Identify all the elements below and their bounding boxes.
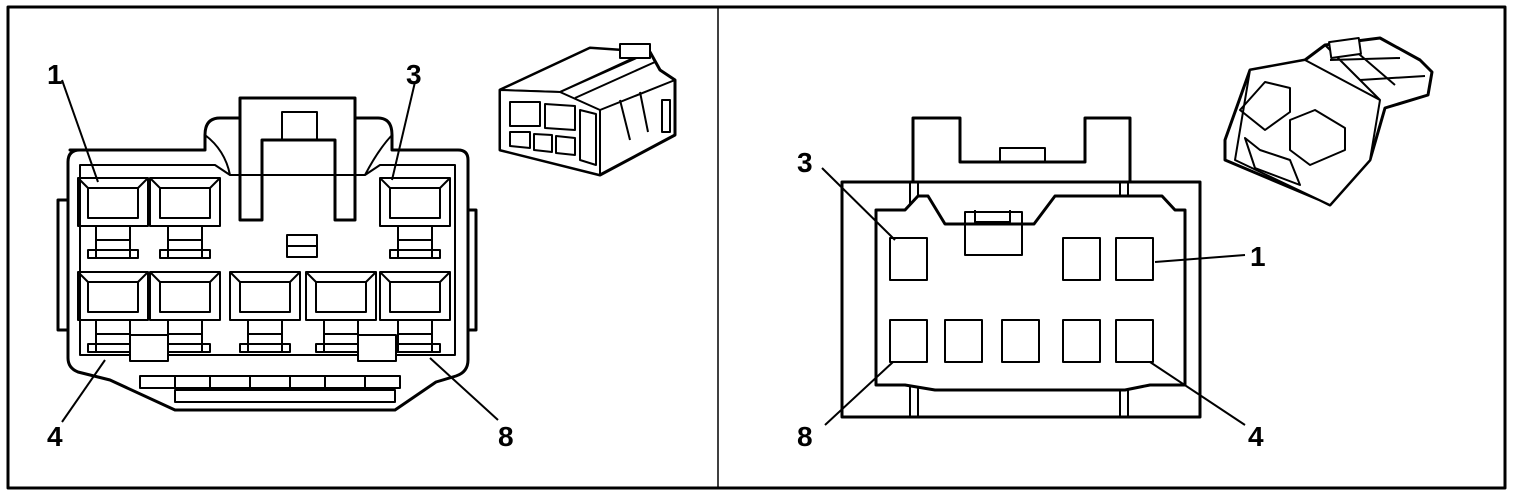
leader-right-4	[1149, 361, 1246, 426]
left-cavity-top-2	[379, 177, 451, 259]
pin-label-4-right: 4	[1248, 421, 1264, 452]
right-rail	[466, 208, 478, 332]
right-connector-isometric	[1223, 36, 1434, 207]
right-cavity-bottom-3	[1062, 319, 1101, 363]
pin-label-1-left: 1	[47, 59, 63, 90]
right-cavity-bottom-2	[1001, 319, 1040, 363]
pin-label-3-right: 3	[797, 147, 813, 178]
left-cavity-bottom-0	[77, 271, 149, 353]
left-rail	[56, 198, 70, 332]
outer-frame	[6, 5, 1507, 490]
right-bottom-row-cavities	[889, 319, 1154, 363]
leader-left-8	[429, 357, 499, 421]
left-top-row-cavities	[77, 177, 451, 259]
leader-left-4	[61, 359, 106, 423]
pin-label-3-left: 3	[406, 59, 422, 90]
leader-right-3	[821, 167, 896, 241]
right-cavity-bottom-0	[889, 319, 928, 363]
right-top-row-cavities	[889, 237, 1154, 281]
lock-block-0	[129, 334, 169, 362]
latch-ribs	[204, 134, 393, 176]
left-connector-face: 1 3 4 8	[47, 59, 514, 452]
inner-face	[79, 164, 456, 356]
left-cavity-top-0	[77, 177, 149, 259]
right-cavity-top-1	[1062, 237, 1101, 281]
pin-label-4-left: 4	[47, 421, 63, 452]
right-cavity-top-0	[889, 237, 928, 281]
left-cavity-bottom-3	[305, 271, 377, 353]
latch-tab	[281, 111, 318, 141]
left-cavity-bottom-2	[229, 271, 301, 353]
left-bottom-row-cavities	[77, 271, 451, 362]
leader-left-1	[61, 79, 99, 183]
tower-tab	[999, 147, 1046, 163]
housing-outline-right	[840, 180, 1202, 419]
right-cavity-bottom-1	[944, 319, 983, 363]
pin-label-8-left: 8	[498, 421, 514, 452]
left-connector-isometric	[498, 43, 677, 177]
pin-label-8-right: 8	[797, 421, 813, 452]
right-cavity-bottom-4	[1115, 319, 1154, 363]
latch-channel	[238, 116, 357, 222]
pin-label-1-right: 1	[1250, 241, 1266, 272]
leader-right-8	[824, 361, 894, 426]
leader-right-1	[1154, 254, 1246, 263]
lock-block-1	[357, 334, 397, 362]
right-cavity-top-2	[1115, 237, 1154, 281]
left-cavity-top-1	[149, 177, 221, 259]
lock-strip	[139, 375, 401, 389]
lock-strip-lower	[174, 389, 396, 403]
housing-outline	[66, 96, 470, 412]
tower	[911, 116, 1132, 184]
latch-slot-right	[964, 210, 1023, 256]
right-connector-face: 3 1 8 4	[797, 116, 1266, 452]
leader-left-3	[391, 81, 416, 181]
left-cavity-bottom-1	[149, 271, 221, 353]
iso-front-right	[1234, 59, 1381, 206]
